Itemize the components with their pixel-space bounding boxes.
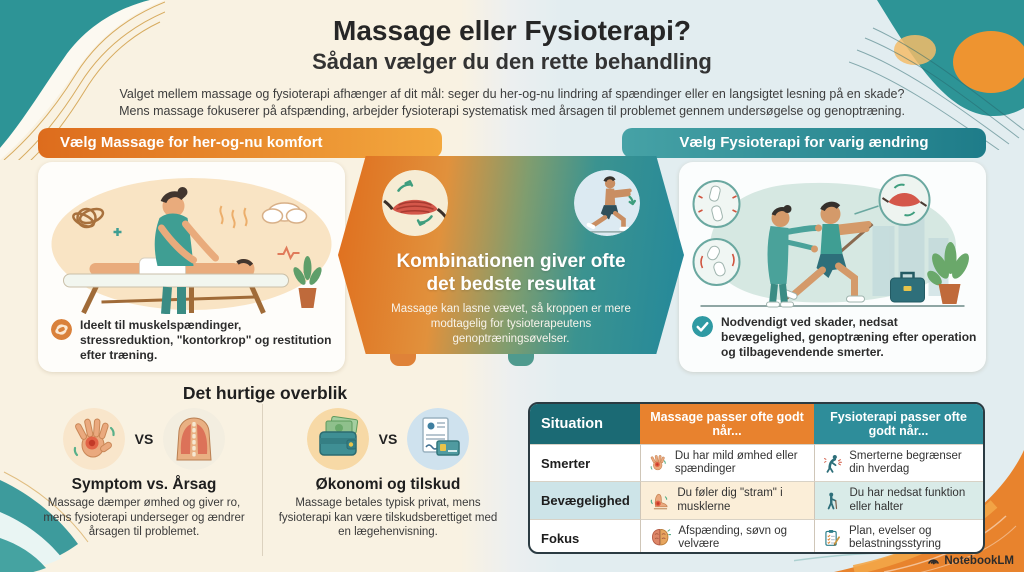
muscle-diagram xyxy=(878,174,931,226)
notebooklm-logo-icon xyxy=(928,559,940,565)
fysio-card: Nodvendigt ved skader, nedsat bevægeligh… xyxy=(679,162,986,372)
vs-label: VS xyxy=(134,431,154,447)
table-cell-text: Smerterne begrænser din hverdag xyxy=(849,449,962,476)
fysio-banner: Vælg Fysioterapi for varig ændring xyxy=(622,128,986,158)
fysio-bullet: Nodvendigt ved skader, nedsat bevægeligh… xyxy=(692,315,978,360)
massage-banner: Vælg Massage for her-og-nu komfort xyxy=(38,128,442,158)
page-title: Massage eller Fysioterapi? xyxy=(333,15,691,46)
physio-scene-illustration xyxy=(692,174,969,308)
combo-title-line-1: Kombinationen giver ofte xyxy=(396,251,626,272)
training-plan-icon xyxy=(825,529,840,547)
overview-heading: Det hurtige overblik xyxy=(182,383,348,403)
page-subtitle: Sådan vælger du den rette behandling xyxy=(312,49,712,74)
combo-title-line-2: det bedste resultat xyxy=(426,274,596,295)
joint-diagram-top xyxy=(692,180,741,228)
cloud-doodle xyxy=(261,202,308,224)
brain-icon xyxy=(652,528,672,546)
physiotherapist xyxy=(766,205,822,308)
table-row-label: Fokus xyxy=(530,519,640,552)
knot-doodle xyxy=(72,207,105,229)
overview-item-symptom: VS Symptom vs. Årsag Massage dæmper ømhe… xyxy=(36,408,252,540)
table-header-massage: Massage passer ofte godt når... xyxy=(640,404,814,444)
overview-item-economy: VS Økonomi og tilskud Massage betales ty… xyxy=(272,408,504,540)
sore-hand-icon xyxy=(62,408,125,470)
massage-scene-illustration xyxy=(51,178,332,314)
walking-cane-person-icon xyxy=(827,492,838,509)
massage-table xyxy=(63,273,289,288)
lunge-exercise-icon xyxy=(574,170,640,236)
table-cell-fysio: Plan, evelser og belastningsstyring xyxy=(814,519,983,552)
sore-hand-icon xyxy=(650,455,666,471)
referral-document-icon xyxy=(407,408,470,470)
table-cell-massage: Afspænding, søvn og velvære xyxy=(640,519,814,552)
table-header-fysio: Fysioterapi passer ofte godt når... xyxy=(814,404,983,444)
joint-diagram-bottom xyxy=(692,238,741,286)
table-cell-text: Plan, evelser og belastningsstyring xyxy=(849,524,942,551)
table-cell-fysio: Du har nedsat funktion eller halter xyxy=(814,481,983,519)
therapist xyxy=(154,187,219,314)
combo-title: Kombinationen giver ofte det bedste resu… xyxy=(338,250,684,296)
overview-item-text: Massage dæmper ømhed og giver ro, mens f… xyxy=(43,497,245,538)
massage-card: Ideelt til muskelspændinger, stressreduk… xyxy=(38,162,345,372)
plant xyxy=(927,242,969,304)
massage-bullet: Ideelt til muskelspændinger, stressreduk… xyxy=(51,318,335,363)
intro-line-1: Valget mellem massage og fysioterapi afh… xyxy=(119,87,905,101)
massage-bullet-text: Ideelt til muskelspændinger, stressreduk… xyxy=(80,318,332,362)
intro-paragraph: Valget mellem massage og fysioterapi afh… xyxy=(0,86,1024,120)
overview-icon-row: VS xyxy=(36,408,252,470)
plant xyxy=(293,256,322,308)
stiff-ankle-icon xyxy=(650,493,668,509)
back-pain-person-icon xyxy=(824,455,842,473)
fysio-bullet-text: Nodvendigt ved skader, nedsat bevægeligh… xyxy=(721,315,977,359)
table-cell-text: Du føler dig "stram" i musklerne xyxy=(677,487,783,513)
overview-divider xyxy=(262,404,263,556)
table-cell-text: Afspænding, søvn og velvære xyxy=(678,524,788,551)
table-header-situation: Situation xyxy=(530,404,640,444)
back-muscles-icon xyxy=(163,408,226,470)
table-cell-massage: Du har mild ømhed eller spændinger xyxy=(640,444,814,481)
overview-item-title: Økonomi og tilskud xyxy=(315,476,461,493)
watermark-text: NotebookLM xyxy=(944,554,1014,567)
notebooklm-watermark: NotebookLM xyxy=(927,554,1014,567)
table-row-label: Smerter xyxy=(530,444,640,481)
intro-line-2: Mens massage fokuserer på afspænding, ar… xyxy=(119,104,905,118)
overview-item-title: Symptom vs. Årsag xyxy=(71,476,217,493)
patient xyxy=(780,201,872,303)
vs-label: VS xyxy=(378,431,398,447)
check-icon xyxy=(692,316,713,337)
table-cell-fysio: Smerterne begrænser din hverdag xyxy=(814,444,983,481)
table-row-label: Bevægelighed xyxy=(530,481,640,519)
knot-swirl-icon xyxy=(51,319,72,340)
wallet-money-icon xyxy=(306,408,369,470)
combination-hexagon: Kombinationen giver ofte det bedste resu… xyxy=(338,156,684,354)
table-cell-text: Du har nedsat funktion eller halter xyxy=(849,487,966,513)
briefcase xyxy=(890,271,925,303)
table-cell-text: Du har mild ømhed eller spændinger xyxy=(674,449,798,476)
combo-text: Massage kan lasne vævet, så kroppen er m… xyxy=(391,303,631,345)
muscle-icon xyxy=(382,170,448,236)
overview-item-text: Massage betales typisk privat, mens fysi… xyxy=(278,497,498,538)
overview-icon-row: VS xyxy=(272,408,504,470)
comparison-table: Situation Massage passer ofte godt når..… xyxy=(528,402,985,554)
table-cell-massage: Du føler dig "stram" i musklerne xyxy=(640,481,814,519)
